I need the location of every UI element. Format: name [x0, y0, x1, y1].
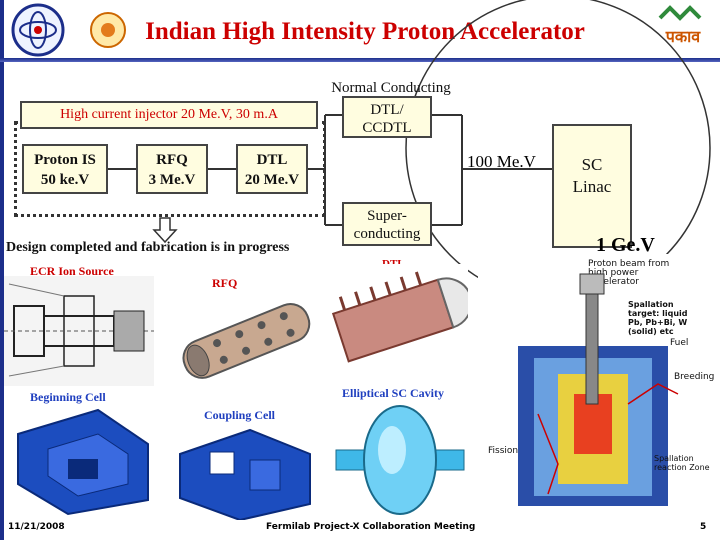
- left-border: [0, 0, 4, 540]
- proton-is-box: Proton IS 50 ke.V: [22, 144, 108, 194]
- rfq-box: RFQ 3 Me.V: [136, 144, 208, 194]
- coupling-cell-drawing: [170, 424, 320, 520]
- ads-schematic: Proton beam from high power accelerator …: [478, 254, 714, 520]
- footer-meeting: Fermilab Project-X Collaboration Meeting: [266, 522, 476, 532]
- proton-beam-label: Proton beam from high power accelerator: [588, 259, 670, 287]
- ecr-source-drawing: [4, 276, 154, 386]
- title-underline: [0, 58, 720, 62]
- emblem-logo: [90, 12, 126, 48]
- svg-text:पकाव: पकाव: [665, 27, 702, 46]
- design-status: Design completed and fabrication is in p…: [6, 240, 290, 255]
- spallation-zone-label: Spallation reaction Zone: [654, 454, 710, 472]
- breeding-label: Breeding: [674, 372, 715, 382]
- spallation-target-label: Spallation target: liquid Pb, Pb+Bi, W (…: [628, 300, 688, 336]
- beginning-cell-label: Beginning Cell: [30, 390, 106, 404]
- rfq-label: RFQ: [212, 276, 238, 290]
- elliptical-cavity-drawing: [332, 400, 468, 518]
- dtl-drawing: [328, 264, 468, 374]
- fuel-label: Fuel: [670, 338, 689, 348]
- superconducting-box: Super- conducting: [342, 202, 432, 246]
- fission-label: Fission: [488, 446, 519, 456]
- footer-date: 11/21/2008: [8, 522, 65, 532]
- energy-100mev: 100 Me.V: [467, 152, 536, 171]
- sc-linac-box: SC Linac: [552, 124, 632, 248]
- coupling-cell-label: Coupling Cell: [204, 408, 276, 422]
- ads-core-drawing: [518, 273, 679, 506]
- normal-conducting-label: Normal Conducting: [331, 80, 451, 96]
- dtl-box: DTL 20 Me.V: [236, 144, 308, 194]
- rfq-drawing: [168, 292, 324, 388]
- pakave-logo: पकाव: [654, 5, 712, 56]
- beginning-cell-drawing: [8, 404, 158, 516]
- injector-label: High current injector 20 Me.V, 30 m.A: [20, 101, 318, 129]
- institute-logo: [11, 3, 65, 57]
- elliptical-cavity-label: Elliptical SC Cavity: [342, 386, 445, 400]
- ecr-source-label: ECR Ion Source: [30, 264, 114, 278]
- dtl-ccdtl-box: DTL/ CCDTL: [342, 96, 432, 138]
- energy-1gev: 1 Ge.V: [596, 234, 655, 256]
- page-title: Indian High Intensity Proton Accelerator: [145, 18, 585, 45]
- footer-page-number: 5: [700, 522, 707, 532]
